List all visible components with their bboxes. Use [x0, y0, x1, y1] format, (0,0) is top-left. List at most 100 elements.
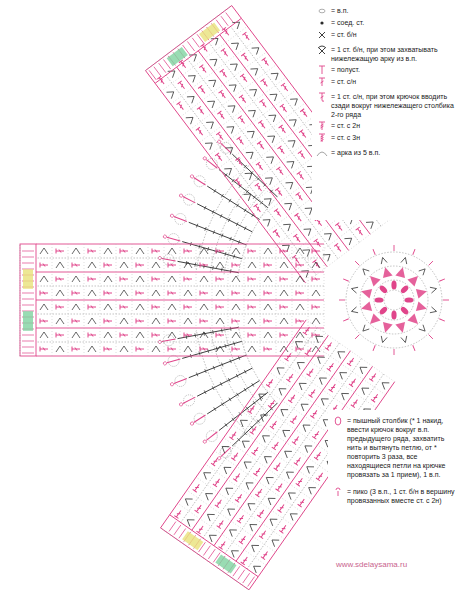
chart-stroke — [257, 508, 266, 517]
chart-stroke — [276, 244, 277, 356]
chart-stroke — [198, 51, 348, 251]
legend-item: = пышный столбик (* 1 накид, ввести крюч… — [332, 416, 456, 479]
chart-stroke — [351, 307, 358, 314]
chart-stroke — [343, 319, 349, 321]
chart-stroke — [405, 297, 414, 302]
chart-stroke — [378, 284, 388, 294]
chart-stroke — [174, 525, 181, 535]
chart-stroke — [251, 563, 261, 573]
chart-stroke — [235, 493, 244, 502]
chart-stroke — [260, 244, 261, 356]
chart-stroke — [209, 43, 359, 243]
chart-stroke — [361, 406, 371, 416]
chart-stroke — [239, 535, 248, 544]
chart-stroke — [294, 213, 303, 222]
chart-stroke — [309, 121, 319, 131]
chart-stroke — [298, 498, 307, 507]
legend-text: = полуст. — [331, 65, 360, 74]
chart-stroke — [23, 269, 33, 289]
chart-stroke — [170, 214, 174, 218]
chart-stroke — [225, 423, 227, 427]
chart-stroke — [199, 65, 208, 74]
chart-stroke — [237, 514, 246, 523]
chart-stroke — [230, 359, 232, 363]
chart-stroke — [20, 244, 21, 356]
chart-stroke — [104, 263, 112, 268]
chart-stroke — [286, 490, 296, 500]
chart-stroke — [200, 248, 208, 254]
chart-stroke — [253, 195, 255, 199]
chart-stroke — [267, 133, 277, 143]
chart-stroke — [224, 344, 226, 348]
chart-stroke — [220, 69, 229, 78]
chart-stroke — [288, 393, 297, 402]
chart-centre — [339, 245, 449, 355]
chart-stroke — [314, 451, 323, 460]
chart-stroke — [288, 511, 298, 521]
chart-stroke — [212, 266, 215, 270]
chart-stroke — [298, 151, 307, 160]
chart-stroke — [168, 248, 176, 254]
chart-stroke — [189, 217, 247, 250]
chart-stroke — [23, 311, 33, 331]
legend-symbol — [316, 148, 328, 158]
chart-stroke — [374, 280, 414, 320]
chart-stroke — [213, 477, 222, 486]
chart-stroke — [178, 246, 239, 289]
chart-stroke — [248, 577, 255, 587]
chart-stroke — [323, 437, 333, 447]
legend: = в.п.= соед. ст.= ст. б/н= 1 ст. б/н, п… — [316, 6, 456, 158]
chart-stroke — [373, 249, 375, 255]
chart-stroke — [339, 160, 348, 169]
chart-stroke — [236, 204, 238, 208]
chart-stroke — [213, 230, 215, 234]
chart-stroke — [323, 251, 333, 261]
chart-stroke — [252, 446, 261, 455]
chart-stroke — [220, 382, 222, 386]
symbol-stroke — [319, 134, 325, 142]
chart-stroke — [220, 443, 230, 453]
chart-stroke — [167, 89, 177, 99]
chart-stroke — [299, 401, 309, 411]
symbol-stroke — [318, 46, 326, 54]
chart-stroke — [296, 248, 304, 254]
symbol-stroke — [336, 488, 340, 496]
chart-stroke — [391, 281, 396, 290]
chart-stroke — [280, 262, 288, 268]
legend-text: = пышный столбик (* 1 накид, ввести крюч… — [347, 416, 456, 479]
chart-stroke — [232, 418, 234, 422]
chart-stroke — [260, 432, 270, 442]
chart-stroke — [40, 263, 48, 268]
chart-stroke — [189, 350, 247, 383]
chart-stroke — [88, 333, 96, 338]
chart-stroke — [136, 248, 144, 254]
legend-text: = арка из 5 в.п. — [331, 148, 380, 157]
chart-stroke — [242, 459, 252, 469]
chart-stroke — [296, 192, 305, 201]
chart-stroke — [276, 482, 285, 491]
chart-stroke — [187, 93, 197, 103]
chart-stroke — [184, 318, 192, 324]
chart-stroke — [179, 402, 183, 406]
chart-stroke — [181, 328, 318, 523]
legend-symbol — [316, 65, 328, 75]
chart-stroke — [319, 396, 329, 406]
chart-stroke — [229, 547, 239, 557]
chart-stroke — [199, 23, 220, 42]
chart-stroke — [253, 467, 262, 476]
legend-item: = полуст. — [316, 65, 456, 75]
chart-stroke — [281, 427, 291, 437]
chart-stroke — [88, 305, 96, 310]
chart-stroke — [244, 226, 246, 230]
chart-stroke — [279, 524, 288, 533]
legend-symbol — [316, 18, 328, 28]
chart-stroke — [220, 214, 222, 218]
chart-stroke — [268, 399, 277, 408]
chart-stroke — [247, 128, 257, 138]
chart-stroke — [56, 333, 64, 338]
chart-stroke — [357, 206, 366, 215]
chart-stroke — [198, 85, 207, 94]
chart-stroke — [168, 332, 176, 338]
chart-stroke — [380, 379, 390, 389]
chart-stroke — [248, 277, 256, 282]
